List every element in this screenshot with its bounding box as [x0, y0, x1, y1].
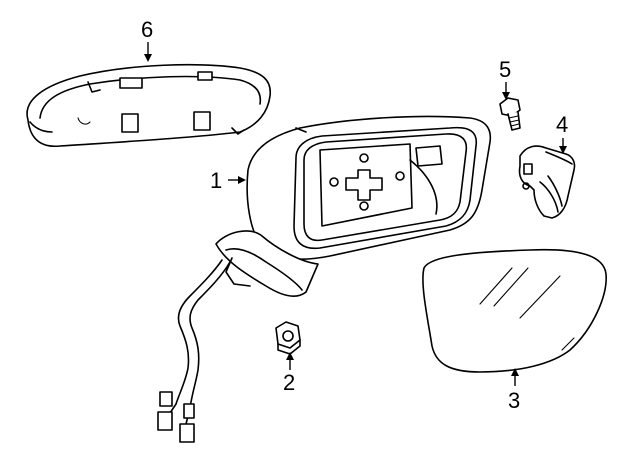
screw-part[interactable] [499, 97, 521, 131]
mirror-housing-part[interactable] [157, 115, 492, 443]
callout-5: 5 [499, 57, 511, 82]
mirror-cover-part[interactable] [26, 63, 271, 147]
callout-1: 1 [210, 168, 222, 193]
nut-part[interactable] [275, 321, 301, 355]
callout-3: 3 [508, 388, 520, 413]
callout-2: 2 [283, 370, 295, 395]
callout-6: 6 [141, 17, 153, 42]
bracket-part[interactable] [518, 145, 576, 219]
leader-lines [144, 42, 567, 386]
mirror-glass-part[interactable] [422, 248, 607, 373]
callout-4: 4 [556, 112, 568, 137]
